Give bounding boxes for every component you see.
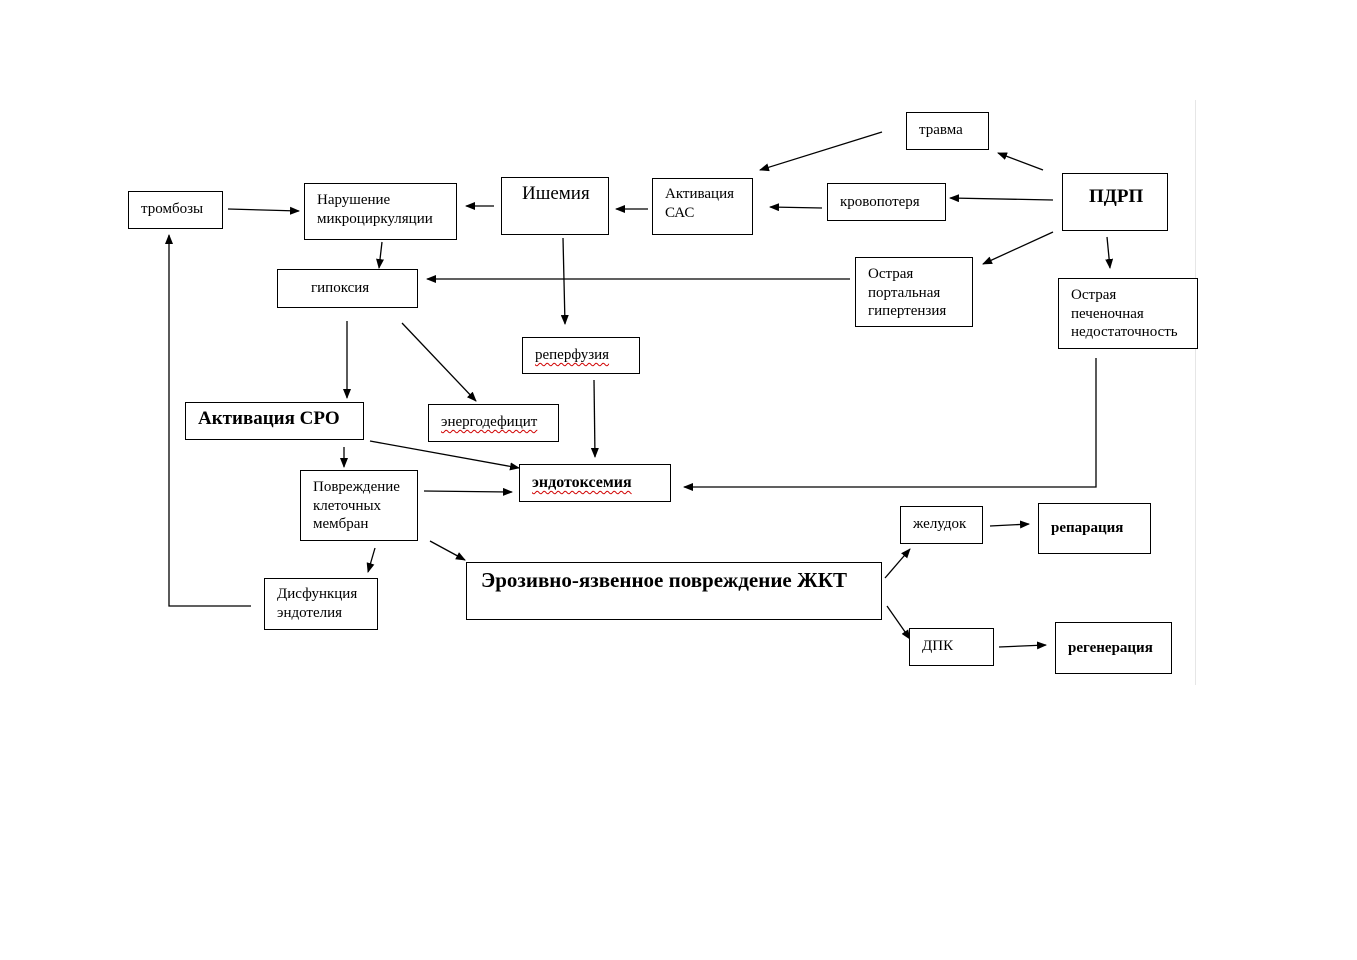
node-energodeficit: энергодефицит — [428, 404, 559, 442]
node-ostraya-portalnaya-gipertenziya: Острая портальная гипертензия — [855, 257, 973, 327]
node-dpk: ДПК — [909, 628, 994, 666]
node-aktivaciya-sro: Активация СРО — [185, 402, 364, 440]
page-edge-line — [1195, 100, 1196, 685]
arrow-ishemiya-to-reperfuziya — [560, 237, 569, 325]
node-endotoksemiya: эндотоксемия — [519, 464, 671, 502]
node-ishemiya: Ишемия — [501, 177, 609, 235]
arrow-erozivno-to-dpk — [886, 605, 911, 640]
node-narushenie-mikrocirkulyacii: Нарушение микроциркуляции — [304, 183, 457, 240]
arrow-krovopoterya-to-sas — [769, 203, 823, 212]
arrow-pdrp-to-pechenochnaya — [1105, 236, 1114, 269]
arrow-pdrp-to-portalnaya — [982, 231, 1054, 265]
arrow-narushenie-to-gipoksiya — [376, 241, 385, 269]
arrow-pdrp-to-krovopoterya — [949, 194, 1054, 203]
node-disfunkciya-endoteliya: Дисфункция эндотелия — [264, 578, 378, 630]
arrow-povrezhdenie-to-erozivno — [429, 540, 466, 561]
node-pdrp: ПДРП — [1062, 173, 1168, 231]
node-povrezhdenie-membran: Повреждение клеточных мембран — [300, 470, 418, 541]
arrow-zheludok-to-reparaciya — [989, 520, 1030, 529]
arrow-trombozy-to-narushenie — [227, 206, 300, 215]
arrow-erozivno-to-zheludok — [884, 548, 911, 579]
node-trombozy: тромбозы — [128, 191, 223, 229]
node-aktivaciya-sas: Активация САС — [652, 178, 753, 235]
arrow-travma-to-sas — [759, 131, 883, 172]
node-gipoksiya: гипоксия — [277, 269, 418, 308]
arrow-disfunkciya-to-trombozy — [165, 234, 251, 607]
node-travma: травма — [906, 112, 989, 150]
arrow-povrezhdenie-to-endotoksemiya — [423, 487, 513, 496]
arrow-gipoksiya-to-energodeficit — [401, 322, 477, 402]
arrow-povrezhdenie-to-disfunkciya — [366, 547, 376, 573]
node-krovopoterya: кровопотеря — [827, 183, 946, 221]
node-ostraya-pechenochnaya-nedostatochnost: Острая печеночная недостаточность — [1058, 278, 1198, 349]
arrow-pdrp-to-travma — [997, 152, 1044, 171]
arrow-pechenochnaya-to-endotoksemiya — [683, 358, 1097, 491]
node-reparaciya: репарация — [1038, 503, 1151, 554]
arrow-reperfuziya-to-endotoksemiya — [590, 379, 599, 458]
node-zheludok: желудок — [900, 506, 983, 544]
node-erozivno-yazvennoe-povrezhdenie: Эрозивно-язвенное повреждение ЖКТ — [466, 562, 882, 620]
arrow-sro-to-endotoksemiya — [369, 440, 520, 471]
endotoksemiya-label: эндотоксемия — [532, 474, 632, 491]
energodeficit-label: энергодефицит — [441, 414, 538, 430]
node-reperfuziya: реперфузия — [522, 337, 640, 374]
node-regeneraciya: регенерация — [1055, 622, 1172, 674]
reperfuziya-label: реперфузия — [535, 347, 610, 363]
arrow-dpk-to-regeneraciya — [998, 641, 1047, 650]
